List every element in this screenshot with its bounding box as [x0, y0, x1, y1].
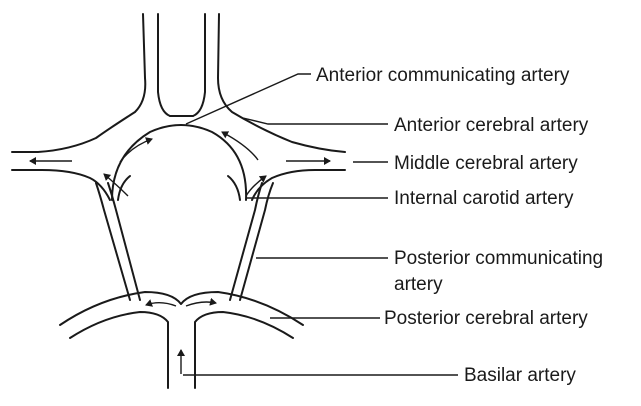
- label-internal-carotid-artery: Internal carotid artery: [394, 188, 574, 209]
- anterior-inner-ring: [112, 125, 246, 200]
- label-basilar-artery: Basilar artery: [464, 365, 576, 386]
- anterior-cerebral-vessels: [12, 14, 345, 152]
- middle-cerebral-vessels: [12, 170, 345, 200]
- label-anterior-cerebral-artery: Anterior cerebral artery: [394, 115, 589, 136]
- internal-carotid-vessels: [118, 176, 240, 200]
- label-anterior-communicating-artery: Anterior communicating artery: [316, 65, 570, 86]
- label-posterior-communicating-artery-line2: artery: [394, 274, 443, 295]
- label-middle-cerebral-artery: Middle cerebral artery: [394, 153, 578, 174]
- label-posterior-communicating-artery-line1: Posterior communicating: [394, 248, 603, 269]
- flow-arrows: [30, 132, 330, 374]
- label-posterior-cerebral-artery: Posterior cerebral artery: [384, 308, 588, 329]
